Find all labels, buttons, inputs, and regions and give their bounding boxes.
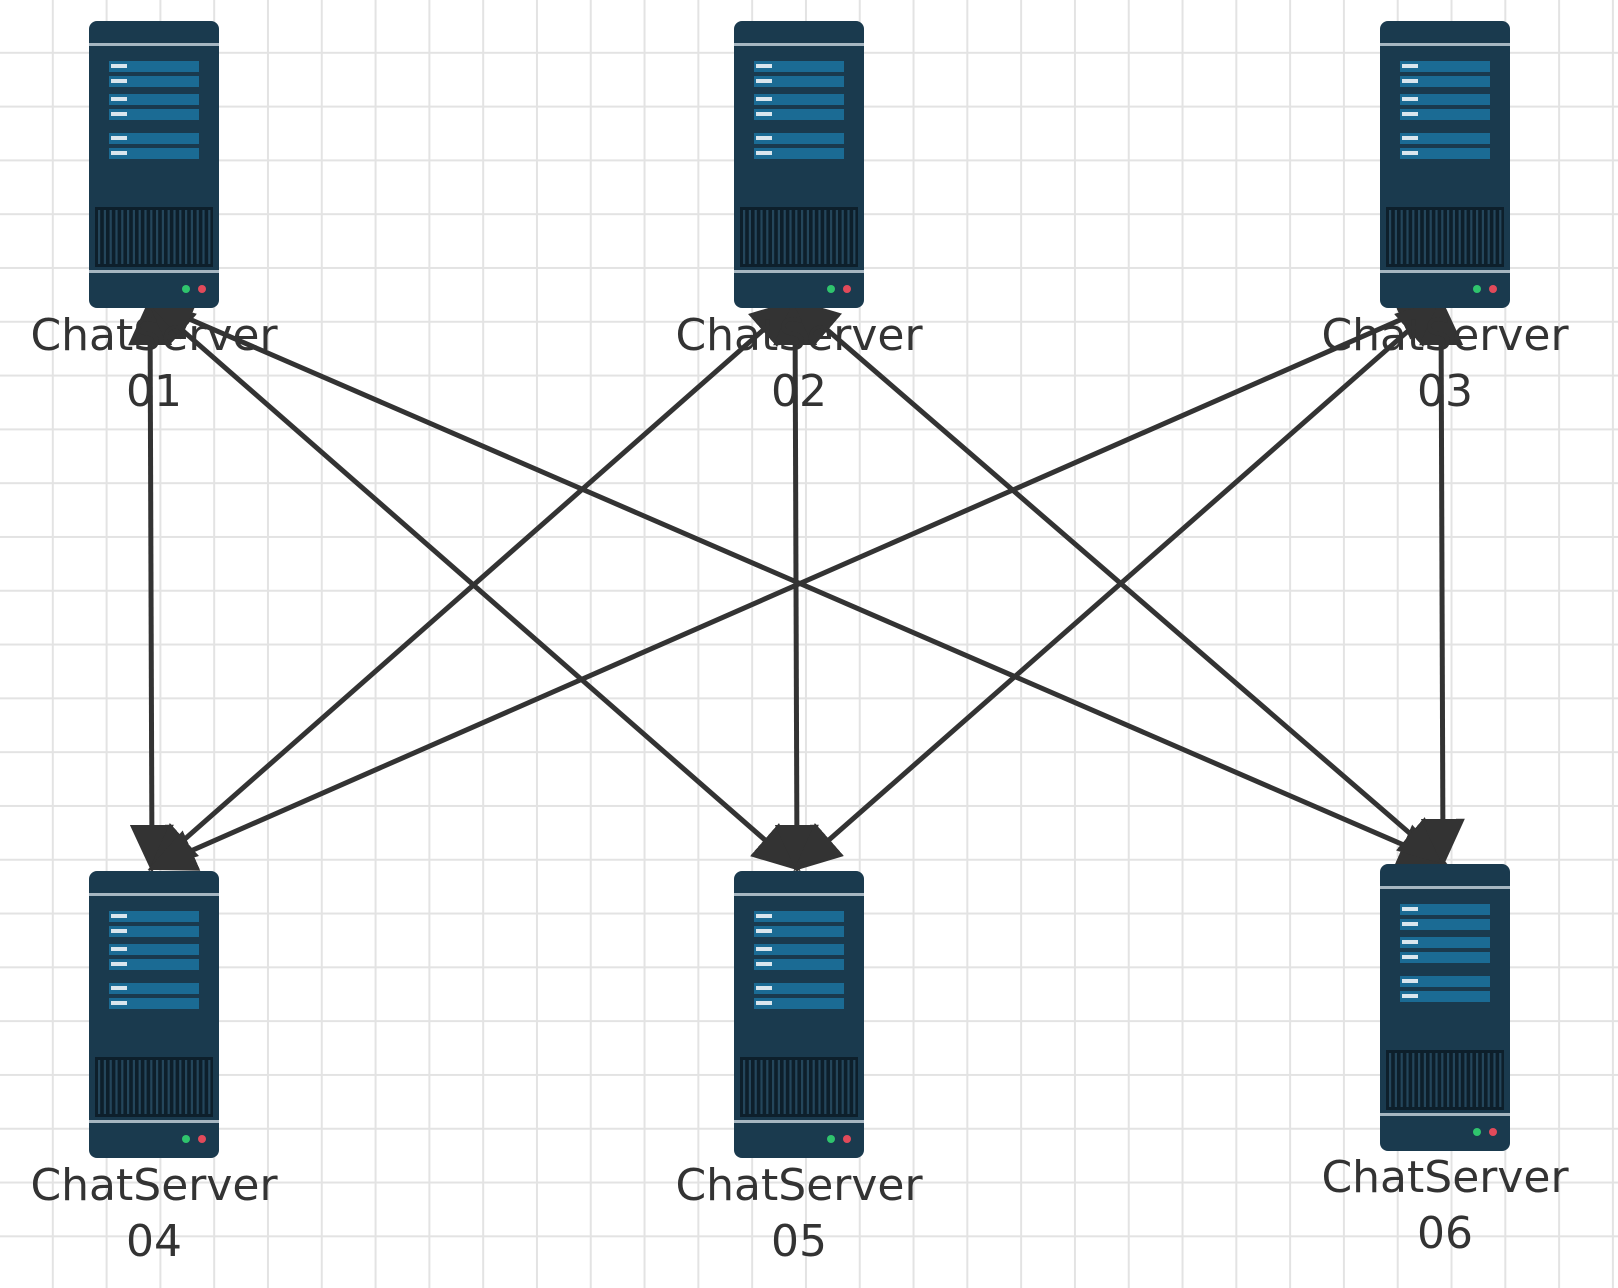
servers [89,21,1510,1158]
connection-arrow[interactable] [1419,297,1465,867]
server-label: ChatServer 03 [1305,308,1585,420]
server-name: ChatServer [1321,310,1569,361]
server-label: ChatServer 06 [1305,1150,1585,1262]
server-name: ChatServer [30,310,278,361]
server-icon[interactable] [1380,864,1510,1151]
server-name: ChatServer [1321,1152,1569,1203]
server-icon[interactable] [734,21,864,308]
server-number: 01 [126,366,182,417]
server-icon[interactable] [734,871,864,1158]
connection-arrow[interactable] [793,298,1445,872]
server-name: ChatServer [675,310,923,361]
server-number: 04 [126,1216,182,1267]
server-label: ChatServer 02 [659,308,939,420]
server-icon[interactable] [89,21,219,308]
server-number: 02 [771,366,827,417]
server-label: ChatServer 05 [659,1158,939,1270]
server-label: ChatServer 01 [14,308,294,420]
server-number: 05 [771,1216,827,1267]
connections [128,297,1465,873]
server-name: ChatServer [30,1160,278,1211]
server-icon[interactable] [89,871,219,1158]
server-name: ChatServer [675,1160,923,1211]
server-number: 06 [1417,1208,1473,1259]
server-label: ChatServer 04 [14,1158,294,1270]
server-number: 03 [1417,366,1473,417]
server-icon[interactable] [1380,21,1510,308]
